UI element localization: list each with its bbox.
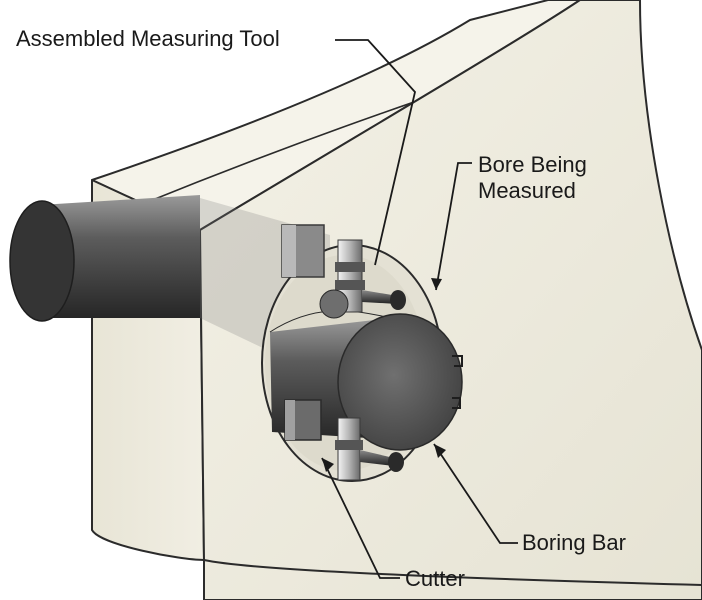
arrow-boring-bar (434, 444, 446, 458)
arrow-cutter (322, 458, 334, 472)
assembled-measuring-tool-label: Assembled Measuring Tool (16, 26, 280, 51)
cutter-label: Cutter (405, 566, 465, 591)
boring-bar-label: Boring Bar (522, 530, 626, 555)
leader-boring-bar (433, 443, 518, 544)
boring-bar-keyway (452, 355, 463, 367)
bore-being-measured-label: Bore Being Measured (478, 152, 587, 204)
leader-assembled-measuring-tool (335, 39, 416, 266)
boring-bar-left-section (40, 195, 200, 318)
bore-label-line1: Bore Being (478, 152, 587, 177)
bore-label-line2: Measured (478, 178, 576, 203)
boring-bar-keyway-lower (452, 397, 461, 409)
measuring-tool-bottom (284, 399, 404, 481)
leader-bore (435, 162, 472, 291)
boring-bar-left-end-rim (9, 200, 75, 322)
arrow-bore (431, 278, 442, 290)
boring-bar-left-end (10, 201, 74, 321)
leader-cutter (321, 457, 400, 579)
boring-bar-end-face (337, 313, 463, 451)
measuring-tool-top (281, 224, 406, 319)
casting-front-face-edge (203, 559, 702, 586)
